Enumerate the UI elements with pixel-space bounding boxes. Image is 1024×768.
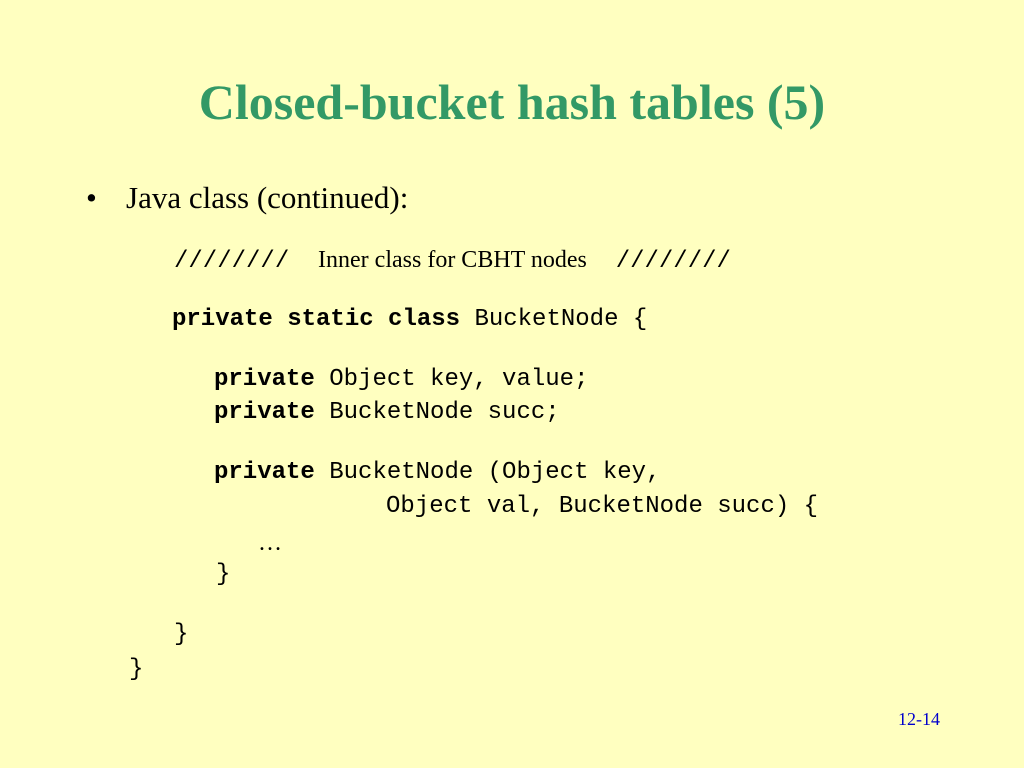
comment-slashes-right: //////// — [615, 248, 731, 275]
bullet-item: • Java class (continued): — [86, 180, 408, 216]
code-field-succ: private BucketNode succ; — [214, 398, 560, 428]
code-constructor-line1: private BucketNode (Object key, — [214, 458, 660, 488]
page-number: 12-14 — [898, 709, 940, 729]
field1-rest: Object key, value; — [314, 366, 589, 393]
comment-text: Inner class for CBHT nodes — [318, 247, 587, 273]
bullet-text: Java class (continued): — [126, 180, 409, 215]
code-constructor-close: } — [216, 561, 231, 588]
ctor-rest: BucketNode (Object key, — [314, 459, 661, 486]
field1-keyword: private — [214, 366, 315, 393]
code-comment-line: //////// Inner class for CBHT nodes ////… — [174, 245, 731, 277]
field2-rest: BucketNode succ; — [314, 399, 560, 426]
code-class-close: } — [174, 621, 189, 648]
code-constructor-line2: Object val, BucketNode succ) { — [386, 493, 819, 520]
code-field-key-value: private Object key, value; — [214, 365, 588, 395]
class-decl-keywords: private static class — [172, 306, 461, 333]
code-class-declaration: private static class BucketNode { — [172, 305, 647, 335]
field2-keyword: private — [214, 399, 315, 426]
class-decl-rest: BucketNode { — [460, 306, 648, 333]
code-ellipsis: … — [258, 530, 282, 556]
slide-title: Closed-bucket hash tables (5) — [198, 74, 826, 130]
bullet-symbol: • — [86, 180, 97, 215]
code-outer-close: } — [129, 656, 144, 683]
comment-slashes-left: //////// — [174, 248, 290, 275]
ctor-keyword: private — [214, 459, 315, 486]
